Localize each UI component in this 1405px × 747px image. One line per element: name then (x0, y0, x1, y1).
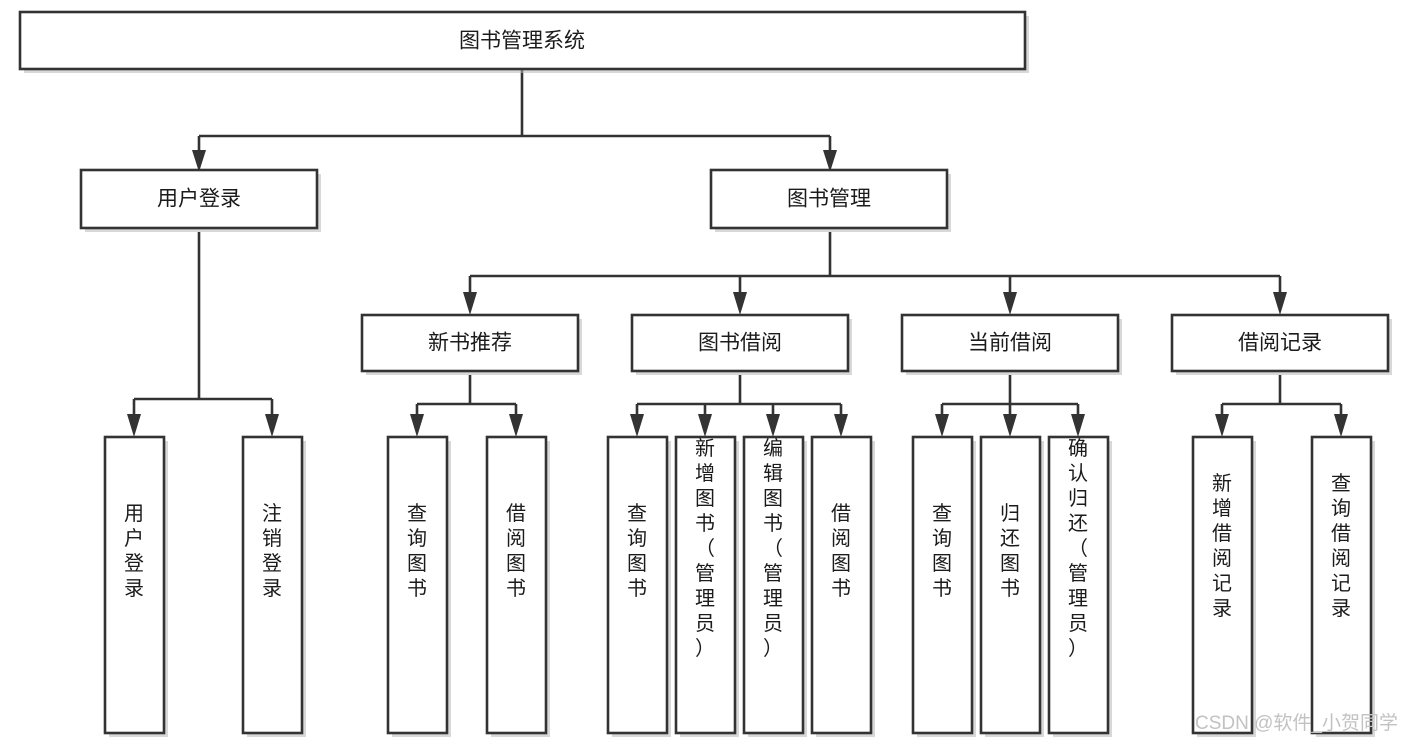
node-leaf-return-book-box[interactable] (979, 435, 1042, 735)
node-current-borrow-label: 当前借阅 (968, 332, 1052, 355)
arrowhead-to-new-book-rec (463, 292, 477, 315)
node-book-manage[interactable]: 图书管理 (709, 168, 951, 232)
arrowhead-to-current-borrow (1003, 292, 1017, 315)
node-leaf-return-book[interactable]: 归还图书 (979, 435, 1044, 737)
node-book-borrow[interactable]: 图书借阅 (630, 313, 852, 375)
node-leaf-borrow-book-1[interactable]: 借阅图书 (485, 435, 550, 737)
node-leaf-query-record-box[interactable] (1310, 435, 1373, 735)
arrowhead-to-leaf-return-book (1003, 414, 1017, 437)
node-root-box[interactable] (18, 10, 1027, 71)
node-leaf-query-book-1-label: 查询图书 (407, 502, 427, 600)
arrowhead-to-leaf-query-book-3 (935, 414, 949, 437)
node-leaf-borrow-book-2-label: 借阅图书 (831, 502, 851, 600)
arrowhead-to-leaf-borrow-book-1 (509, 414, 523, 437)
arrowhead-to-leaf-query-record (1334, 414, 1348, 437)
node-new-book-rec[interactable]: 新书推荐 (360, 313, 582, 375)
node-book-manage-label: 图书管理 (787, 188, 871, 211)
node-leaf-query-book-2[interactable]: 查询图书 (606, 435, 671, 737)
node-leaf-edit-book-box[interactable] (742, 435, 805, 735)
node-borrow-record-label: 借阅记录 (1238, 332, 1322, 355)
node-book-borrow-label: 图书借阅 (698, 332, 782, 355)
node-leaf-query-record-label: 查询借阅记录 (1331, 472, 1351, 620)
node-leaf-add-record-label: 新增借阅记录 (1212, 472, 1232, 620)
node-leaf-edit-book[interactable]: 编辑图书（管理员） (742, 435, 807, 737)
node-leaf-user-login-label: 用户登录 (124, 503, 144, 600)
link-book-manage-to-level2 (468, 232, 1282, 305)
node-current-borrow[interactable]: 当前借阅 (900, 313, 1122, 375)
node-borrow-record-box[interactable] (1170, 313, 1390, 373)
node-leaf-add-record-box[interactable] (1191, 435, 1254, 735)
arrowhead-to-leaf-query-book-1 (410, 414, 424, 437)
arrowhead-to-leaf-edit-book (766, 414, 780, 437)
arrowhead-to-book-manage (823, 150, 837, 172)
node-leaf-borrow-book-2[interactable]: 借阅图书 (810, 435, 875, 737)
node-leaf-borrow-book-2-box[interactable] (810, 435, 873, 735)
connector-layer (127, 69, 1348, 437)
node-leaf-user-logout-box[interactable] (241, 435, 304, 735)
node-new-book-rec-label: 新书推荐 (428, 332, 512, 355)
node-leaf-confirm-return-label: 确认归还（管理员） (1068, 437, 1088, 660)
node-leaf-query-book-1[interactable]: 查询图书 (386, 435, 451, 737)
node-root[interactable]: 图书管理系统 (18, 10, 1029, 73)
node-current-borrow-box[interactable] (900, 313, 1120, 373)
arrowhead-to-user-login (192, 150, 206, 172)
arrowhead-to-leaf-query-book-2 (630, 414, 644, 437)
node-leaf-confirm-return-box[interactable] (1047, 435, 1110, 735)
arrowhead-to-leaf-borrow-book-2 (834, 414, 848, 437)
link-book-borrow-to-leaves (635, 375, 843, 427)
node-user-login-label: 用户登录 (157, 188, 241, 211)
node-leaf-query-book-3-label: 查询图书 (932, 502, 952, 600)
node-leaf-add-book-label: 新增图书（管理员） (695, 437, 715, 660)
link-borrow-record-to-leaves (1220, 375, 1343, 427)
node-leaf-query-book-1-box[interactable] (386, 435, 449, 735)
csdn-watermark: CSDN @软件_小贺同学 (1195, 712, 1398, 734)
node-leaf-edit-book-label: 编辑图书（管理员） (763, 437, 783, 660)
node-leaf-query-book-2-label: 查询图书 (627, 502, 647, 600)
node-borrow-record[interactable]: 借阅记录 (1170, 313, 1392, 375)
arrowhead-to-borrow-record (1273, 292, 1287, 315)
node-leaf-user-login-box[interactable] (103, 435, 166, 735)
node-leaf-borrow-book-1-box[interactable] (485, 435, 548, 735)
node-leaf-add-book-box[interactable] (674, 435, 737, 735)
arrowhead-to-leaf-user-logout (265, 414, 279, 437)
node-new-book-rec-box[interactable] (360, 313, 580, 373)
link-root-to-level1-trunk (197, 69, 832, 162)
arrowhead-to-leaf-add-book (698, 414, 712, 437)
node-leaf-user-logout[interactable]: 注销登录 (241, 435, 306, 737)
node-leaf-query-book-2-box[interactable] (606, 435, 669, 735)
arrowhead-to-leaf-add-record (1215, 414, 1229, 437)
node-leaf-add-record[interactable]: 新增借阅记录 (1191, 435, 1256, 737)
arrowhead-to-leaf-user-login (127, 414, 141, 437)
node-leaf-add-book[interactable]: 新增图书（管理员） (674, 435, 739, 737)
node-leaf-user-logout-label: 注销登录 (262, 502, 282, 600)
node-leaf-return-book-label: 归还图书 (1000, 502, 1020, 600)
arrowhead-to-book-borrow (733, 292, 747, 315)
node-leaf-query-book-3[interactable]: 查询图书 (911, 435, 976, 737)
node-leaf-query-book-3-box[interactable] (911, 435, 974, 735)
node-user-login-box[interactable] (79, 168, 319, 230)
leaf-nodes-layer: 用户登录 注销登录 查询图书 借阅图书 查询图书 (103, 435, 1375, 737)
arrowhead-to-leaf-confirm-return (1071, 414, 1085, 437)
node-leaf-query-record[interactable]: 查询借阅记录 (1310, 435, 1375, 737)
link-user-login-to-leaves (132, 232, 274, 427)
node-root-label: 图书管理系统 (459, 30, 585, 53)
node-leaf-borrow-book-1-label: 借阅图书 (506, 502, 526, 600)
link-new-book-rec-to-leaves (415, 375, 518, 427)
node-leaf-user-login[interactable]: 用户登录 (103, 435, 168, 737)
node-book-borrow-box[interactable] (630, 313, 850, 373)
node-user-login[interactable]: 用户登录 (79, 168, 321, 232)
node-book-manage-box[interactable] (709, 168, 949, 230)
node-leaf-confirm-return[interactable]: 确认归还（管理员） (1047, 435, 1112, 737)
